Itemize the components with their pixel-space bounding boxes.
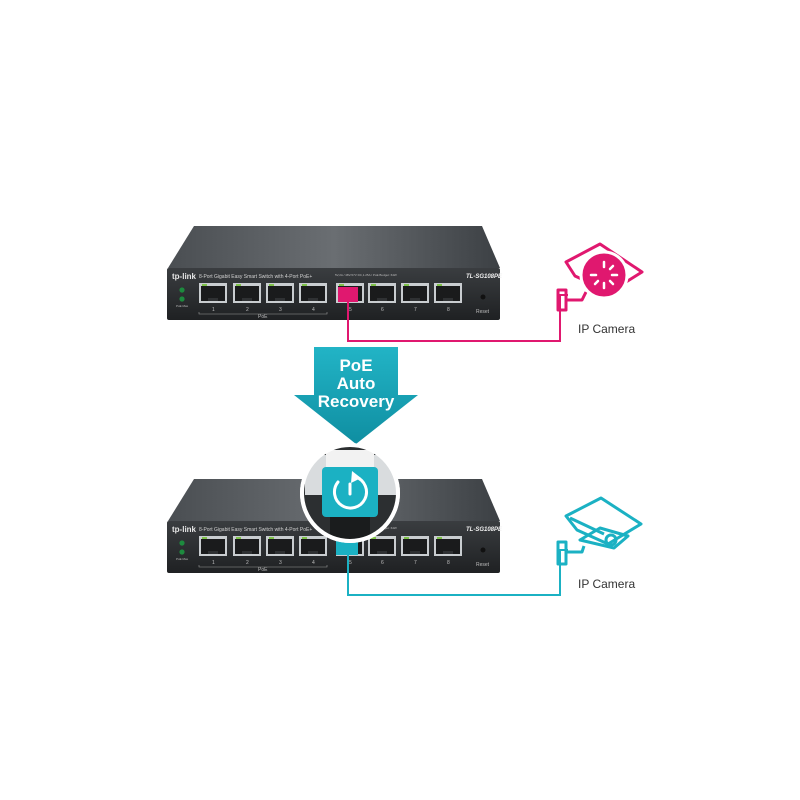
switch-top-led-1 [179,287,185,293]
ethernet-port-4[interactable]: 4 [299,536,327,566]
port-number-label: 3 [279,560,282,566]
port-number-label: 6 [381,560,384,566]
port-number-label: 8 [447,307,450,313]
ethernet-port-8[interactable]: 8 [434,536,462,566]
switch-top-model: TL-SG108PE [466,274,503,280]
switch-top: tp-link 8-Port Gigabit Easy Smart Switch… [167,226,503,320]
port-number-label: 1 [212,560,215,566]
ip-camera-bottom-label: IP Camera [578,577,635,591]
arrow-line-3: Recovery [318,392,395,411]
port-number-label: 5 [349,307,352,313]
port-number-label: 5 [349,560,352,566]
port-number-label: 4 [312,307,315,313]
fault-port-marker [338,287,358,302]
switch-bottom-reset-button[interactable] [480,547,486,553]
switch-bottom-poe-label: PoE [258,567,268,573]
power-recovery-icon [322,467,378,517]
switch-bottom-led-label: PoE Max [176,557,189,561]
ethernet-port-3[interactable]: 3 [266,536,294,566]
switch-top-reset-label: Reset [476,309,490,315]
switch-top-description: 8-Port Gigabit Easy Smart Switch with 4-… [199,274,312,280]
ethernet-port-3[interactable]: 3 [266,283,294,313]
switch-top-spec: 5V,2A / 48V-57V DC,1.25A / PoE Budget: 6… [335,273,397,277]
switch-top-brand: tp-link [172,272,197,281]
port-number-label: 2 [246,307,249,313]
poe-auto-recovery-arrow: PoE Auto Recovery [294,347,418,444]
ethernet-port-2[interactable]: 2 [233,536,261,566]
port-number-label: 3 [279,307,282,313]
port-number-label: 7 [414,307,417,313]
ethernet-port-6[interactable]: 6 [368,536,396,566]
ethernet-port-8[interactable]: 8 [434,283,462,313]
ethernet-port-1[interactable]: 1 [199,283,227,313]
ip-camera-top-label: IP Camera [578,322,635,336]
switch-bottom-brand: tp-link [172,525,197,534]
switch-top-led-2 [179,296,185,302]
switch-bottom-front [167,521,500,573]
ethernet-port-7[interactable]: 7 [401,536,429,566]
port-number-label: 8 [447,560,450,566]
ethernet-port-1[interactable]: 1 [199,536,227,566]
switch-top-poe-label: PoE [258,314,268,320]
fault-cable [347,294,568,342]
ethernet-port-7[interactable]: 7 [401,283,429,313]
ethernet-port-6[interactable]: 6 [368,283,396,313]
recovered-port-marker [336,540,358,555]
switch-top-ports: 1 2 3 4 5 6 7 8 [198,283,462,315]
port-number-label: 4 [312,560,315,566]
switch-bottom-description: 8-Port Gigabit Easy Smart Switch with 4-… [199,527,312,533]
port-number-label: 2 [246,560,249,566]
port-number-label: 1 [212,307,215,313]
arrow-line-2: Auto [337,374,376,393]
switch-bottom-led-2 [179,549,185,555]
switch-bottom-reset-label: Reset [476,562,490,568]
ethernet-port-4[interactable]: 4 [299,283,327,313]
switch-top-lid [168,226,500,268]
poe-port-group-bracket [198,565,328,568]
poe-port-group-bracket [198,312,328,315]
ethernet-port-2[interactable]: 2 [233,283,261,313]
switch-top-led-label: PoE Max [176,304,189,308]
arrow-line-1: PoE [339,356,372,375]
switch-bottom-led-1 [179,540,185,546]
ip-camera-fault-icon [556,242,644,312]
switch-bottom-model: TL-SG108PE [466,527,503,533]
switch-top-front [167,268,500,320]
switch-top-reset-button[interactable] [480,294,486,300]
recovered-cable [347,549,568,596]
port-number-label: 6 [381,307,384,313]
ip-camera-icon [556,496,643,566]
port-zoom-magnifier [300,443,400,543]
port-number-label: 7 [414,560,417,566]
